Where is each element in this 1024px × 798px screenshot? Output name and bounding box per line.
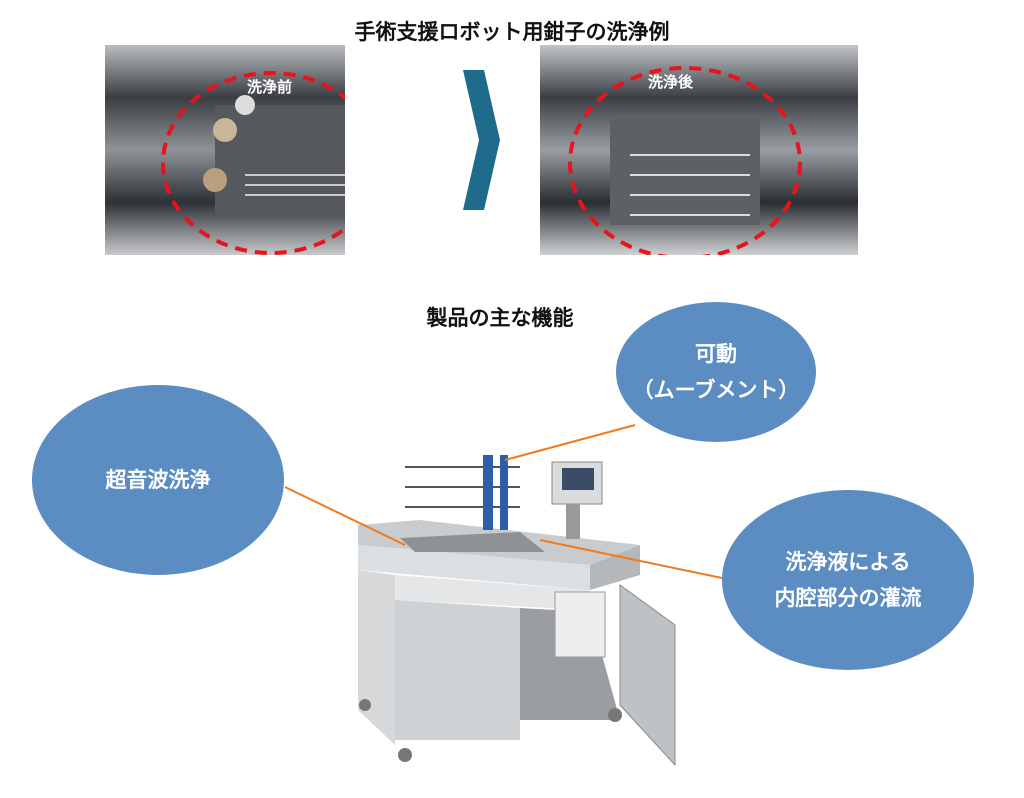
before-photo [105,45,345,255]
after-photo [540,45,858,255]
highlight-circle [568,66,802,255]
feature-ultrasonic-label: 超音波洗浄 [105,468,211,492]
leader-line [504,424,636,461]
leader-line [284,486,406,546]
cleaning-example-title: 手術支援ロボット用鉗子の洗浄例 [354,20,670,44]
feature-ultrasonic: 超音波洗浄 [32,385,284,575]
feature-irrigation: 洗浄液による 内腔部分の灌流 [722,490,974,670]
feature-movement-subtitle: （ムーブメント） [632,378,800,402]
before-label: 洗浄前 [247,78,293,96]
feature-irrigation-line2: 内腔部分の灌流 [774,586,922,610]
features-title: 製品の主な機能 [426,306,574,330]
after-label: 洗浄後 [648,73,694,91]
feature-movement: 可動 （ムーブメント） [616,302,816,442]
highlight-circle [161,71,345,255]
feature-movement-title: 可動 [695,342,737,366]
feature-irrigation-line1: 洗浄液による [785,550,911,574]
leader-line [539,539,723,579]
